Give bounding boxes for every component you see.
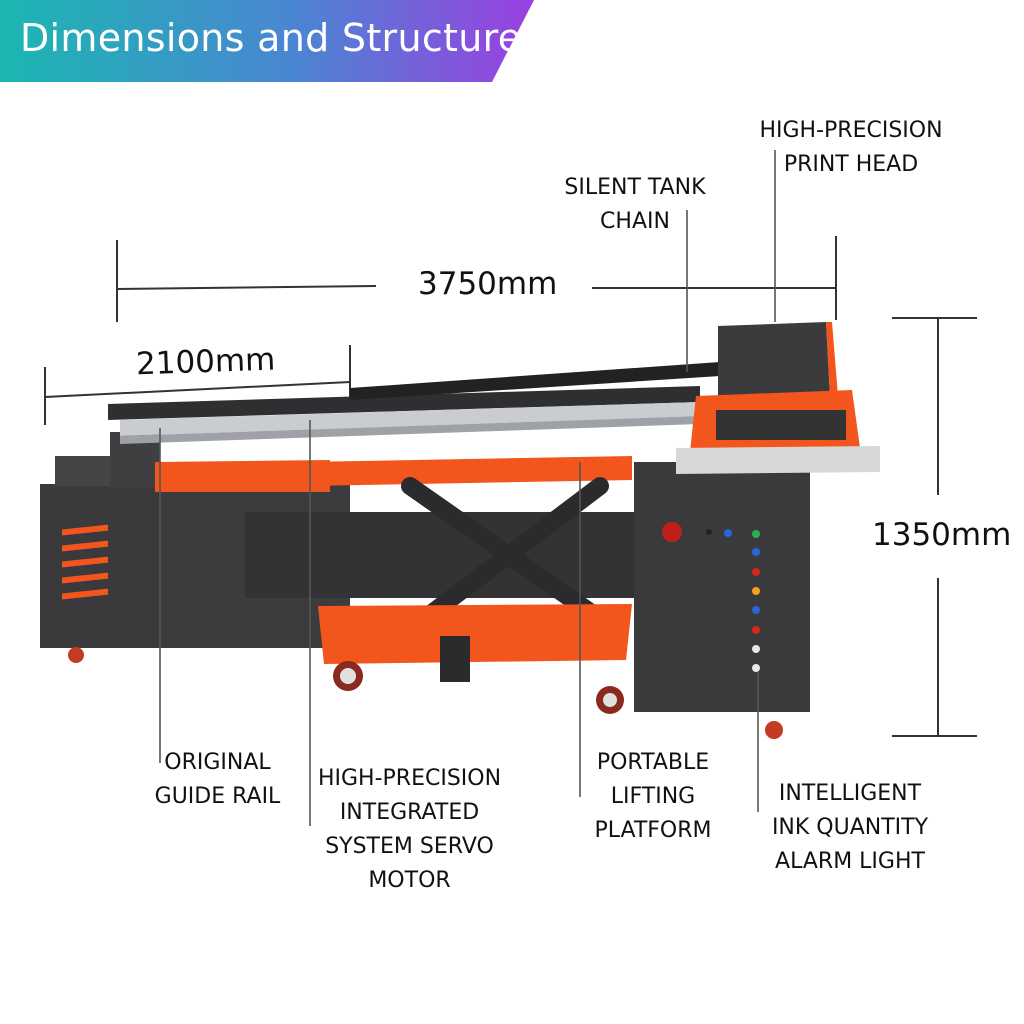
width-dimension-label: 2100mm — [135, 341, 276, 383]
callout-line: MOTOR — [368, 868, 451, 893]
callout-line: GUIDE RAIL — [154, 784, 281, 809]
right-cabinet — [634, 462, 810, 739]
header-banner — [0, 0, 534, 82]
callout-line: CHAIN — [600, 209, 670, 234]
scissor-lift — [401, 477, 619, 635]
callout-line: INTELLIGENT — [778, 781, 922, 806]
callout-line: PRINT HEAD — [783, 152, 919, 177]
callout-line: LIFTING — [610, 784, 696, 809]
callout-line: PLATFORM — [594, 818, 712, 843]
length-dimension-label: 3750mm — [418, 266, 558, 302]
callout-line: HIGH-PRECISION — [759, 118, 943, 143]
lift-base — [318, 604, 632, 714]
callout-line: PORTABLE — [596, 750, 710, 775]
page-title: Dimensions and Structure — [20, 16, 522, 60]
callout-lifting-platform: PORTABLE LIFTING PLATFORM — [588, 746, 718, 848]
callout-servo-motor: HIGH-PRECISION INTEGRATED SYSTEM SERVO M… — [312, 762, 507, 898]
left-cabinet — [40, 432, 160, 663]
callout-leader-lines — [159, 150, 776, 826]
dimension-length-lines — [116, 236, 837, 322]
callout-line: SILENT TANK — [564, 175, 706, 200]
callout-guide-rail: ORIGINAL GUIDE RAIL — [150, 746, 285, 814]
callout-print-head: HIGH-PRECISION PRINT HEAD — [756, 114, 946, 182]
callout-line: INK QUANTITY — [771, 815, 929, 840]
callout-tank-chain: SILENT TANK CHAIN — [560, 171, 710, 239]
frame-accent — [155, 460, 330, 492]
callout-line: INTEGRATED — [339, 800, 480, 825]
callout-line: SYSTEM SERVO — [325, 834, 494, 859]
gantry-beam — [108, 362, 720, 444]
lifting-table-top — [305, 456, 632, 486]
callout-line: ALARM LIGHT — [775, 849, 925, 874]
print-head-carriage — [676, 322, 880, 474]
callout-line: ORIGINAL — [164, 750, 271, 775]
callout-alarm-light: INTELLIGENT INK QUANTITY ALARM LIGHT — [765, 777, 935, 879]
dimension-height-lines — [892, 317, 977, 737]
callout-line: HIGH-PRECISION — [317, 766, 502, 791]
height-dimension-label: 1350mm — [872, 517, 1012, 553]
